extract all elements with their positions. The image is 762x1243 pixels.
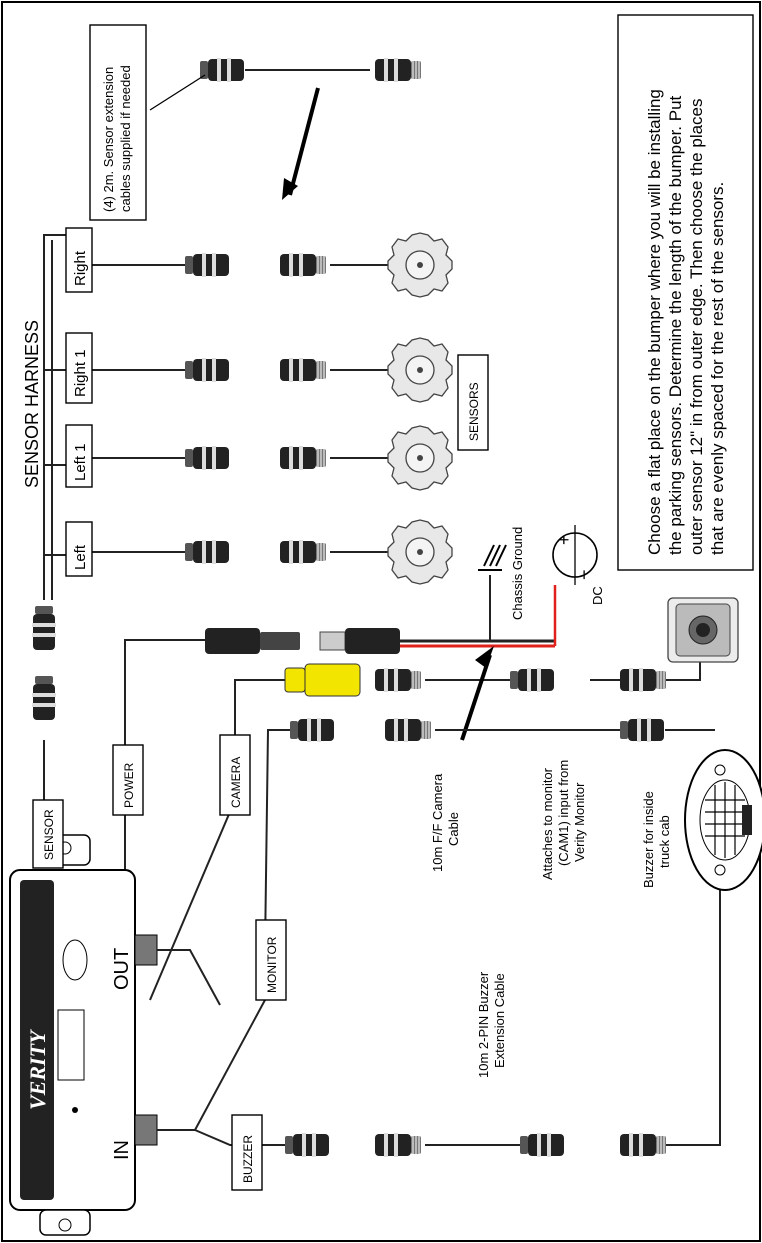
instructions-line: Choose a flat place on the bumper where …	[645, 89, 664, 555]
instructions-text: Choose a flat place on the bumper where …	[645, 89, 727, 555]
buzzer-icon	[684, 749, 762, 891]
chassis-ground-icon	[478, 544, 507, 571]
instructions-line: outer sensor 12" in from outer edge. The…	[687, 98, 706, 555]
tag-monitor: MONITOR	[265, 936, 279, 993]
camera-cable	[149, 660, 701, 1001]
instructions-line: that are evenly spaced for the rest of t…	[708, 182, 727, 555]
module-out-label: OUT	[111, 948, 133, 990]
connector-icon	[374, 667, 422, 693]
module-logo: VERITY	[25, 1028, 50, 1110]
monitor-note-line-1: Attaches to monitor	[540, 767, 555, 880]
connector-icon	[290, 718, 334, 742]
tag-sensor: SENSOR	[42, 809, 56, 860]
buzzer-cable	[194, 890, 721, 1158]
connector-icon	[279, 252, 327, 278]
tag-power: POWER	[122, 762, 136, 808]
dc-label: DC	[590, 586, 605, 605]
tag-monitor-box	[255, 919, 287, 1001]
control-module	[9, 834, 221, 1236]
chassis-ground-label: Chassis Ground	[510, 527, 525, 620]
buzzer-cable-line-1: 10m 2-PIN Buzzer	[476, 971, 491, 1078]
instructions-box	[617, 14, 754, 571]
sensors-label-box	[457, 354, 489, 451]
connector-icon	[200, 58, 244, 82]
tag-buzzer: BUZZER	[241, 1135, 255, 1183]
tag-right-box	[65, 227, 93, 293]
connector-icon	[285, 1133, 329, 1157]
arrow-head-icon	[475, 646, 494, 668]
sensor-tag-right: Right	[72, 250, 89, 286]
arrow-icon	[460, 654, 492, 741]
sensor-harness-label: SENSOR HARNESS	[22, 320, 42, 488]
parking-sensor-icon	[387, 519, 453, 585]
dc-minus-symbol: −	[574, 569, 594, 580]
connector-icon	[384, 717, 432, 743]
tag-buzzer-box	[231, 1114, 263, 1191]
tag-left1-box	[65, 424, 93, 488]
camera-cable-line-1: 10m F/F Camera	[430, 773, 445, 872]
tag-right1-box	[65, 332, 93, 404]
connector-icon	[279, 445, 327, 471]
sensor-tag-left-1: Left 1	[72, 443, 89, 481]
dc-plus-symbol: +	[554, 534, 574, 545]
connector-icon	[279, 357, 327, 383]
camera-cable-line-2: Cable	[446, 812, 461, 846]
instructions-line: the parking sensors. Determine the lengt…	[666, 95, 685, 555]
sensor-tag-right-1: Right 1	[72, 349, 89, 397]
power-cable	[124, 575, 557, 1000]
sensor-branch-right-1	[80, 337, 453, 403]
connector-icon	[32, 676, 56, 720]
tag-camera-box	[219, 734, 251, 816]
tag-power-box	[112, 744, 144, 816]
connector-icon	[185, 540, 229, 564]
power-plug-icon	[345, 628, 400, 654]
parking-sensor-icon	[387, 425, 453, 491]
connector-icon	[185, 358, 229, 382]
connector-icon	[279, 539, 327, 565]
connector-icon	[185, 446, 229, 470]
connector-icon	[510, 668, 554, 692]
parking-sensor-icon	[387, 232, 453, 298]
extension-note-line-1: (4) 2m. Sensor extension	[101, 67, 116, 212]
monitor-note-line-3: Verity Monitor	[572, 782, 587, 862]
camera-rca-icon	[284, 667, 306, 693]
tag-camera: CAMERA	[229, 757, 243, 808]
buzzer-note-line-1: Buzzer for inside	[641, 791, 656, 888]
connector-icon	[619, 667, 667, 693]
power-connector-icon	[205, 628, 260, 654]
connector-icon	[185, 253, 229, 277]
sensor-branch-left	[80, 519, 453, 585]
extension-note-line-2: cables supplied if needed	[118, 65, 133, 212]
connector-icon	[32, 606, 56, 650]
sensors-label: SENSORS	[467, 382, 481, 441]
extension-cable	[149, 57, 422, 111]
buzzer-cable-line-2: Extension Cable	[492, 973, 507, 1068]
monitor-note-line-2: (CAM1) input from	[556, 760, 571, 866]
tag-sensor-box	[32, 799, 64, 869]
camera-plug-yellow	[304, 663, 361, 697]
connector-icon	[374, 1132, 422, 1158]
camera-icon	[667, 597, 739, 663]
sensor-branch-right	[80, 232, 453, 298]
parking-sensor-icon	[387, 337, 453, 403]
connector-icon	[619, 1132, 667, 1158]
connector-icon	[374, 57, 422, 83]
dc-source-icon	[552, 525, 598, 585]
sensor-tag-left: Left	[72, 544, 89, 570]
sensor-branch-left-1	[80, 425, 453, 491]
arrow-head-icon	[282, 178, 298, 200]
buzzer-note-line-2: truck cab	[657, 815, 672, 868]
module-in-label: IN	[111, 1140, 133, 1160]
connector-icon	[620, 718, 664, 742]
arrow-icon	[288, 87, 320, 196]
extension-note-box	[89, 24, 147, 221]
sensor-harness-bus	[43, 234, 72, 600]
connector-icon	[520, 1133, 564, 1157]
tag-left-box	[65, 521, 93, 577]
